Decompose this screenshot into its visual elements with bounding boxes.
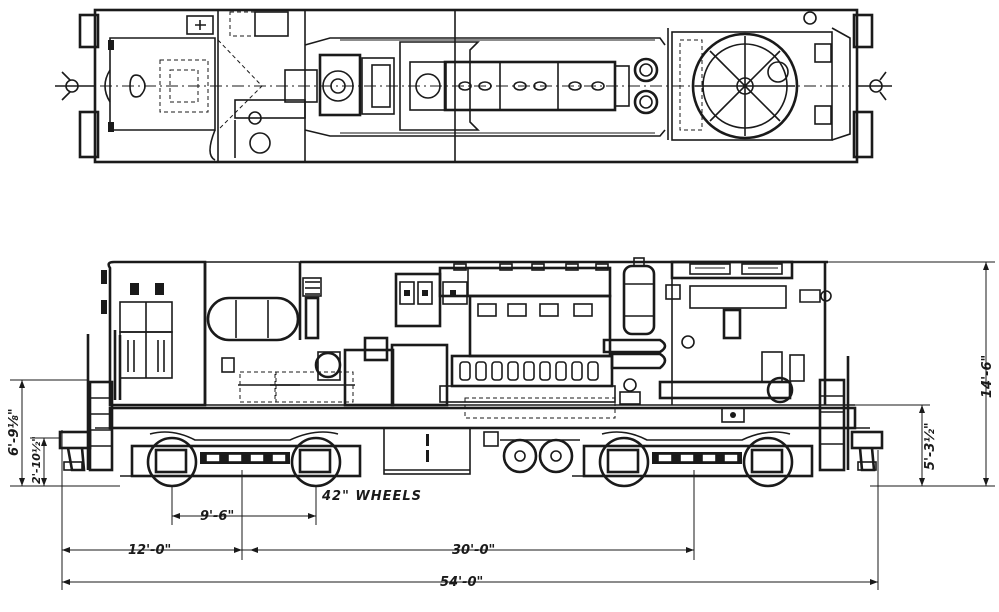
elev-rear-truck xyxy=(572,431,814,488)
plan-cooling-fan xyxy=(691,32,799,140)
elev-builders-plate xyxy=(721,407,745,423)
elev-center-drive xyxy=(483,431,580,474)
elev-front-steps xyxy=(86,334,114,472)
plan-coupler-front xyxy=(55,71,95,101)
dim-deck-height: 5'-3½" xyxy=(923,422,938,470)
dim-coupler-base: 2'-10½" xyxy=(30,436,43,484)
label-wheels: 42" WHEELS xyxy=(321,489,422,504)
plan-cab xyxy=(104,15,216,132)
elev-air-tank xyxy=(602,257,667,405)
elev-diesel-engine xyxy=(394,263,616,419)
dim-wheelbase: 9'-6" xyxy=(200,509,234,524)
plan-short-hood xyxy=(209,10,306,162)
elev-fuel-tank xyxy=(383,427,471,475)
elev-generator xyxy=(239,336,471,475)
elev-long-hood xyxy=(300,260,828,405)
side-elevation xyxy=(58,257,884,488)
plan-buffer-rear-bottom xyxy=(852,110,874,159)
plan-diesel-engine xyxy=(399,41,659,131)
plan-buffer-rear-top xyxy=(852,13,874,49)
elev-front-truck xyxy=(120,431,362,488)
elev-radiator xyxy=(658,260,832,405)
dim-truck-centers: 30'-0" xyxy=(452,543,495,558)
plan-radiator-compartment xyxy=(667,11,851,163)
elev-rear-steps xyxy=(818,356,850,472)
elev-coupler-front xyxy=(58,430,92,472)
elev-short-hood xyxy=(203,262,302,405)
dim-coupler-height: 6'-9⅛" xyxy=(7,408,22,456)
plan-buffer-front-bottom xyxy=(78,110,100,159)
plan-long-hood xyxy=(304,10,666,162)
dim-front-overhang: 12'-0" xyxy=(128,543,171,558)
plan-view xyxy=(55,8,892,164)
elev-engine-ports xyxy=(459,361,599,381)
dimension-labels: 42" WHEELS 9'-6" 12'-0" 30'-0" 54'-0" 14… xyxy=(7,355,995,590)
dimension-lines xyxy=(10,261,995,590)
dim-overall-length: 54'-0" xyxy=(440,575,483,590)
dim-height: 14'-6" xyxy=(980,355,995,398)
plan-coupler-rear xyxy=(857,71,892,101)
elev-coupler-rear xyxy=(850,430,884,472)
elev-cab xyxy=(101,260,300,407)
plan-buffer-front-top xyxy=(78,13,100,49)
plan-generator xyxy=(284,53,395,117)
elev-oval-window xyxy=(206,296,300,342)
